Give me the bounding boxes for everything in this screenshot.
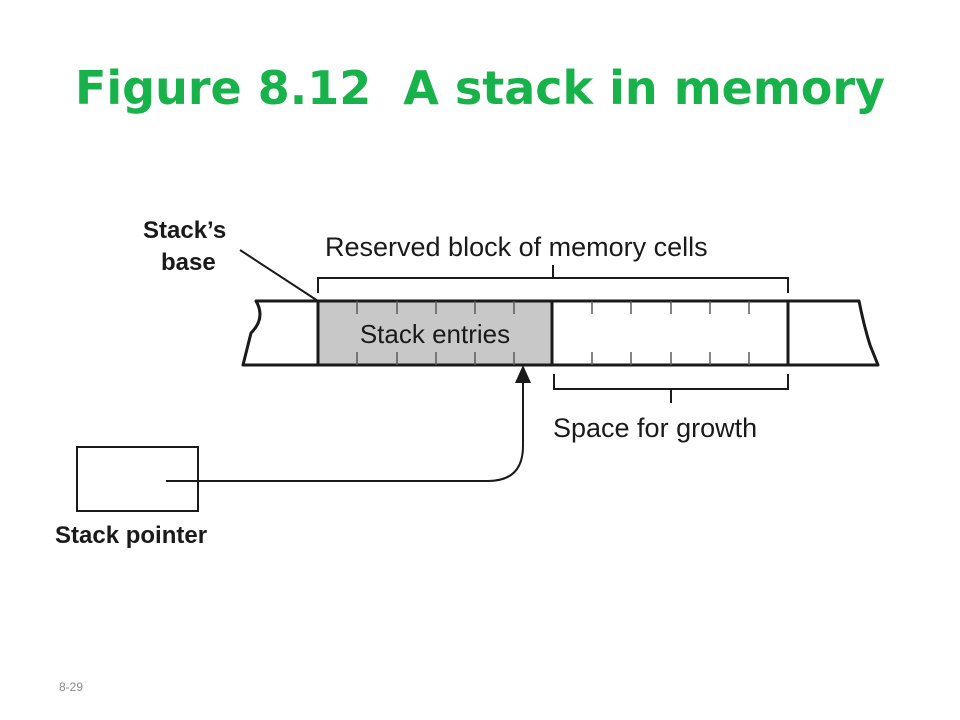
stack-entries-label: Stack entries bbox=[360, 319, 510, 349]
growth-brace bbox=[553, 374, 789, 403]
growth-region bbox=[550, 299, 790, 367]
memory-cell-ticks bbox=[356, 301, 750, 365]
stack-pointer-label: Stack pointer bbox=[55, 522, 207, 549]
slide-number: 8-29 bbox=[59, 680, 84, 694]
pointer-arrowhead bbox=[515, 365, 531, 383]
memory-strip-right-edge bbox=[788, 299, 880, 367]
stack-base-label-line2: base bbox=[161, 249, 216, 276]
stack-pointer-box bbox=[76, 446, 199, 512]
reserved-block-brace bbox=[317, 265, 789, 293]
pointer-line bbox=[166, 380, 524, 482]
stack-base-leader-line bbox=[239, 249, 319, 302]
memory-strip bbox=[241, 299, 880, 367]
stack-base-label-line1: Stack’s bbox=[143, 217, 226, 244]
reserved-block-label: Reserved block of memory cells bbox=[325, 232, 708, 262]
memory-strip-left-edge bbox=[241, 299, 318, 367]
slide-title: Figure 8.12 A stack in memory bbox=[74, 61, 886, 115]
space-for-growth-label: Space for growth bbox=[553, 413, 757, 443]
